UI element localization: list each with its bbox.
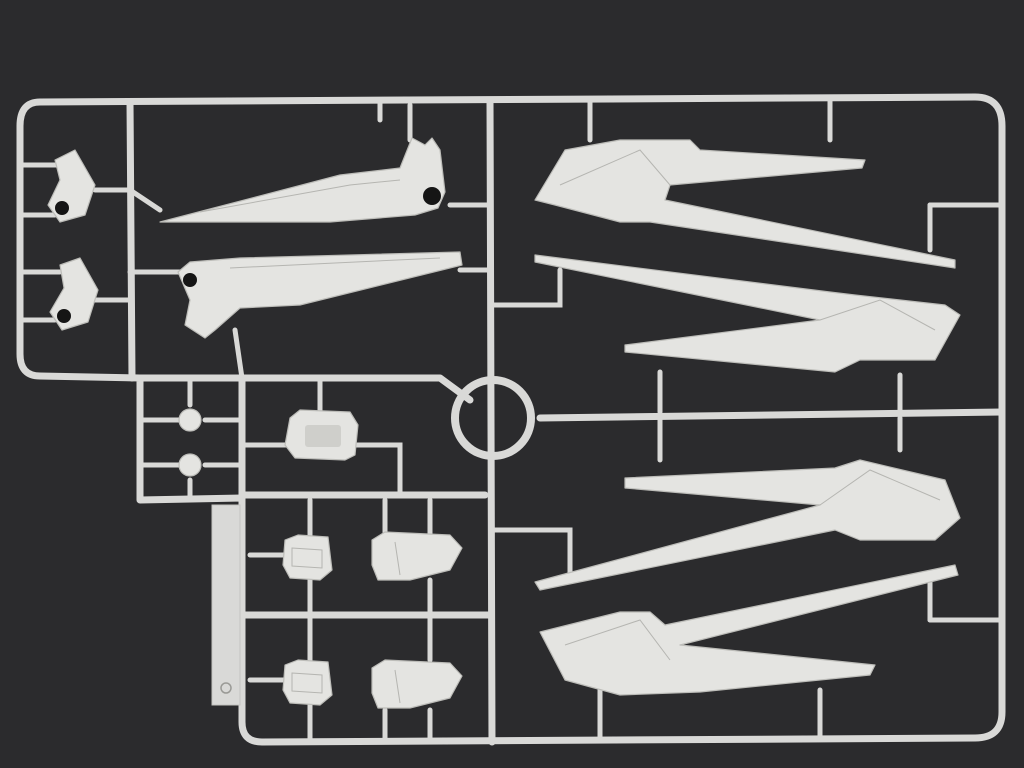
armor-part-square-upper bbox=[282, 534, 333, 581]
blade-part-right-1 bbox=[534, 139, 956, 269]
armor-part-square-lower bbox=[282, 659, 333, 706]
runner-ring bbox=[451, 376, 535, 460]
sprue-label-tag bbox=[211, 504, 241, 706]
blade-part-right-4 bbox=[539, 564, 959, 696]
peg-part-lower bbox=[178, 453, 202, 477]
armor-part-shield-lower bbox=[371, 659, 463, 709]
center-block-part bbox=[284, 409, 359, 461]
blade-part-middle-left bbox=[177, 251, 463, 339]
armor-part-shield-upper bbox=[371, 531, 463, 581]
peg-part-upper bbox=[178, 408, 202, 432]
blade-part-right-3 bbox=[534, 459, 961, 591]
bracket-part-lower bbox=[49, 257, 99, 331]
runner-frame bbox=[16, 93, 1006, 746]
bracket-part-upper bbox=[47, 149, 96, 223]
blade-part-upper-left bbox=[159, 137, 446, 223]
blade-part-right-2 bbox=[534, 254, 961, 373]
